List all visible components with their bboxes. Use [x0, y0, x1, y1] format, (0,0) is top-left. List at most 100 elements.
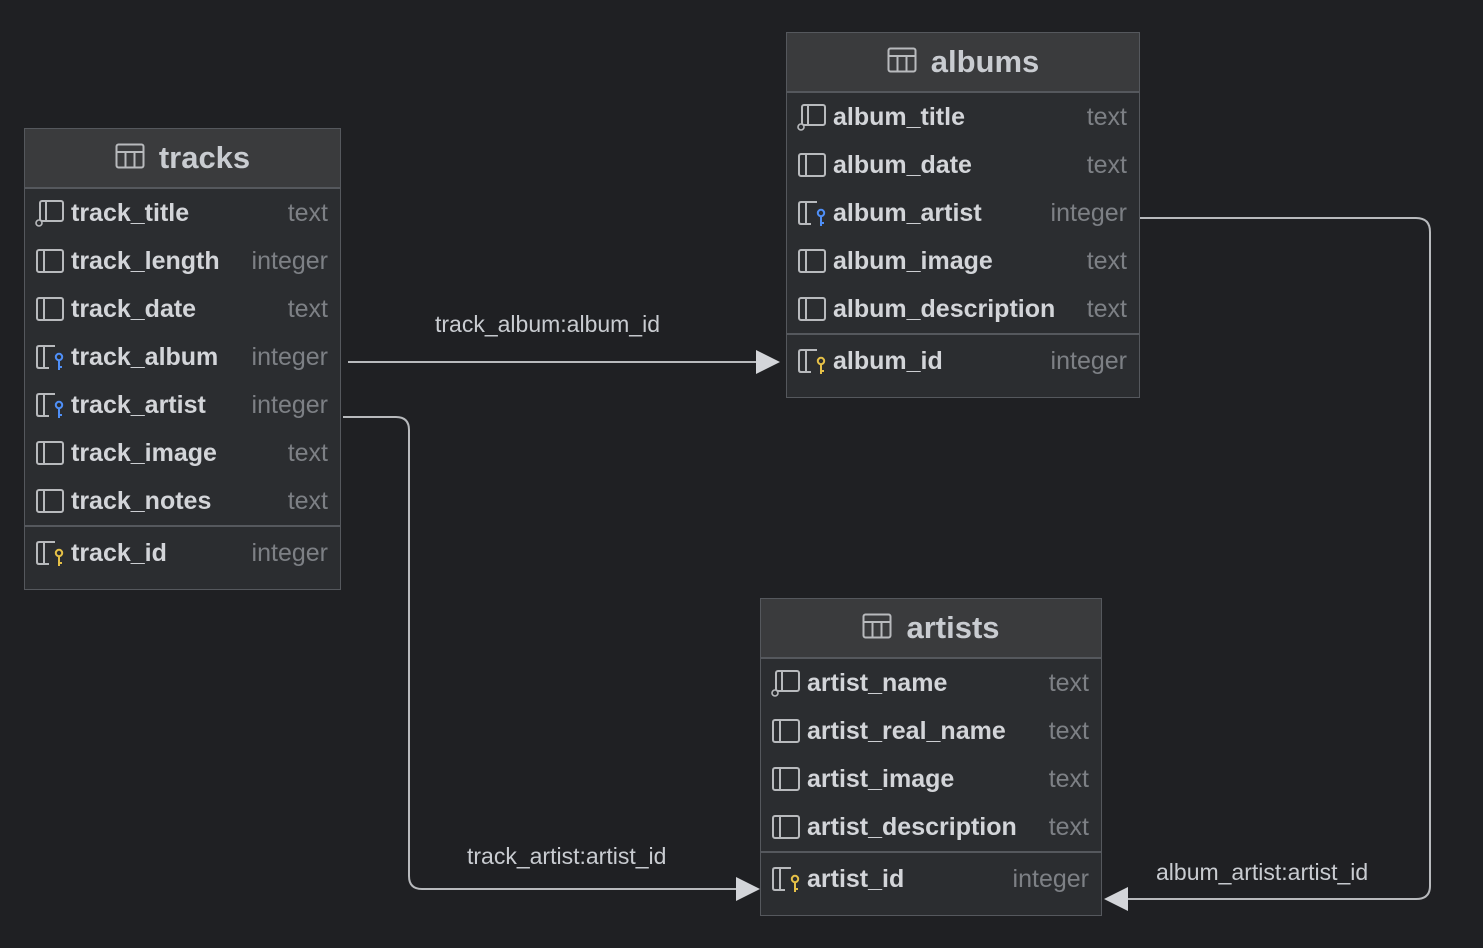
column-type: text [1048, 668, 1089, 697]
column-type: text [1048, 716, 1089, 745]
column-row[interactable]: track_notes text [25, 477, 340, 525]
primary-key-row[interactable]: track_id integer [25, 527, 340, 579]
primary-key-row[interactable]: artist_id integer [761, 853, 1101, 905]
table-header[interactable]: tracks [25, 129, 340, 189]
primary-key-divider [25, 525, 340, 527]
column-row[interactable]: album_description text [787, 285, 1139, 333]
table-name: tracks [158, 140, 251, 175]
table-header[interactable]: albums [787, 33, 1139, 93]
column-icon [771, 717, 801, 745]
table-icon [862, 613, 892, 644]
column-name: artist_real_name [807, 716, 1006, 745]
table-icon [115, 143, 145, 174]
relation-label-album-artist: album_artist:artist_id [1156, 859, 1369, 885]
column-row[interactable]: artist_name text [761, 659, 1101, 707]
column-type: text [287, 438, 328, 467]
column-row[interactable]: track_date text [25, 285, 340, 333]
column-type: text [1086, 102, 1127, 131]
column-type: integer [251, 342, 328, 371]
column-name: album_date [833, 150, 972, 179]
column-row[interactable]: album_artist integer [787, 189, 1139, 237]
foreign-key-icon [35, 343, 65, 371]
column-row[interactable]: album_title text [787, 93, 1139, 141]
column-name: track_album [71, 342, 219, 371]
foreign-key-icon [35, 391, 65, 419]
column-icon [35, 295, 65, 323]
column-type: text [1086, 150, 1127, 179]
connector-album-artist [1116, 217, 1431, 900]
column-name: album_image [833, 246, 993, 275]
column-name: track_title [71, 198, 190, 227]
table-name: artists [906, 610, 1000, 645]
column-type: integer [251, 538, 328, 567]
column-type: integer [251, 390, 328, 419]
column-icon [771, 813, 801, 841]
primary-key-icon [771, 865, 801, 893]
table-icon [887, 47, 917, 78]
column-row[interactable]: track_title text [25, 189, 340, 237]
column-row[interactable]: track_album integer [25, 333, 340, 381]
primary-key-icon [35, 539, 65, 567]
column-type: text [287, 198, 328, 227]
indexed-column-icon [771, 669, 801, 697]
table-name: albums [930, 44, 1040, 79]
column-name: artist_description [807, 812, 1017, 841]
column-type: text [1048, 812, 1089, 841]
column-icon [797, 151, 827, 179]
column-name: track_length [71, 246, 220, 275]
column-name: artist_id [807, 864, 905, 893]
primary-key-divider [761, 851, 1101, 853]
column-row[interactable]: track_length integer [25, 237, 340, 285]
column-type: integer [251, 246, 328, 275]
column-row[interactable]: artist_real_name text [761, 707, 1101, 755]
connector-track-artist [343, 416, 748, 890]
column-name: track_image [71, 438, 217, 467]
column-icon [797, 247, 827, 275]
column-row[interactable]: artist_image text [761, 755, 1101, 803]
column-name: album_description [833, 294, 1056, 323]
column-icon [35, 247, 65, 275]
column-type: text [287, 486, 328, 515]
table-header[interactable]: artists [761, 599, 1101, 659]
arrow-head-artists-left [736, 877, 760, 901]
column-name: track_id [71, 538, 167, 567]
column-row[interactable]: album_image text [787, 237, 1139, 285]
column-type: integer [1012, 864, 1089, 893]
column-type: integer [1050, 198, 1127, 227]
column-name: album_id [833, 346, 943, 375]
arrow-head-albums [756, 350, 780, 374]
arrow-head-artists-right [1104, 887, 1128, 911]
column-name: artist_name [807, 668, 948, 697]
column-name: track_date [71, 294, 197, 323]
column-type: text [287, 294, 328, 323]
column-type: integer [1050, 346, 1127, 375]
primary-key-row[interactable]: album_id integer [787, 335, 1139, 387]
primary-key-divider [787, 333, 1139, 335]
column-row[interactable]: artist_description text [761, 803, 1101, 851]
column-name: album_title [833, 102, 965, 131]
foreign-key-icon [797, 199, 827, 227]
primary-key-icon [797, 347, 827, 375]
column-row[interactable]: track_image text [25, 429, 340, 477]
column-type: text [1048, 764, 1089, 793]
column-row[interactable]: album_date text [787, 141, 1139, 189]
column-icon [771, 765, 801, 793]
column-name: album_artist [833, 198, 982, 227]
column-icon [35, 439, 65, 467]
column-type: text [1086, 294, 1127, 323]
column-icon [797, 295, 827, 323]
column-name: track_notes [71, 486, 212, 515]
indexed-column-icon [35, 199, 65, 227]
column-icon [35, 487, 65, 515]
column-name: artist_image [807, 764, 955, 793]
relation-label-track-album: track_album:album_id [435, 311, 661, 337]
column-type: text [1086, 246, 1127, 275]
